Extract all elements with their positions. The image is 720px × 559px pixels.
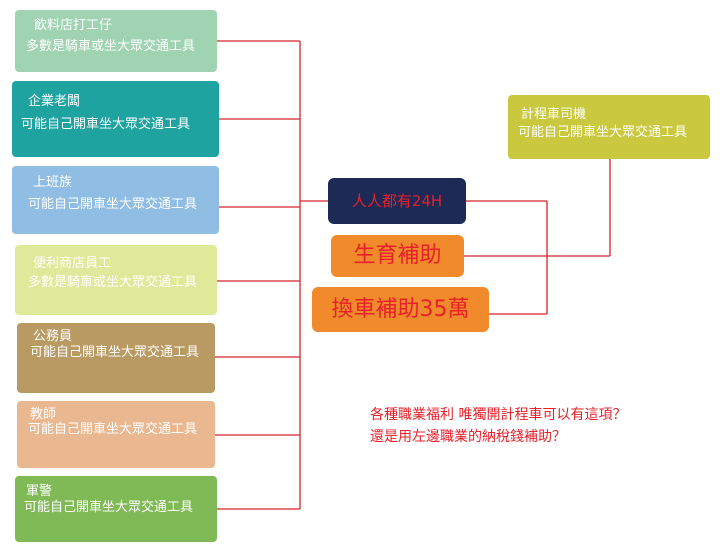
occupation-box-military-police: 軍警 可能自己開車坐大眾交通工具 [15,476,217,542]
occupation-title: 便利商店員工 [33,256,112,271]
occupation-title: 上班族 [33,175,73,190]
benefit-label: 生育補助 [353,243,442,268]
occupation-desc: 多數是騎車或坐大眾交通工具 [26,39,196,54]
occupation-title: 企業老闆 [28,94,81,109]
benefit-box-car-replacement: 換車補助35萬 [312,287,489,332]
occupation-box-convenience-store: 便利商店員工 多數是騎車或坐大眾交通工具 [15,245,217,315]
occupation-desc: 可能自己開車坐大眾交通工具 [30,345,200,360]
occupation-desc: 可能自己開車坐大眾交通工具 [28,422,198,437]
benefit-box-24h: 人人都有24H [328,178,466,224]
occupation-box-drink-shop: 飲料店打工仔 多數是騎車或坐大眾交通工具 [15,10,217,72]
benefit-box-childbirth: 生育補助 [331,235,464,277]
occupation-title: 飲料店打工仔 [34,18,113,33]
note-line-2: 還是用左邊職業的納稅錢補助？ [370,429,566,445]
occupation-box-teacher: 教師 可能自己開車坐大眾交通工具 [17,401,215,468]
occupation-title: 教師 [30,407,57,422]
occupation-box-civil-servant: 公務員 可能自己開車坐大眾交通工具 [17,323,215,393]
occupation-box-office-worker: 上班族 可能自己開車坐大眾交通工具 [12,166,219,234]
note-line-1: 各種職業福利 唯獨開計程車可以有這項？ [370,407,627,423]
benefit-label: 人人都有24H [351,192,443,210]
occupation-title: 計程車司機 [521,107,587,122]
occupation-box-taxi-driver: 計程車司機 可能自己開車坐大眾交通工具 [508,95,710,159]
occupation-desc: 可能自己開車坐大眾交通工具 [24,500,194,515]
occupation-box-business-owner: 企業老闆 可能自己開車坐大眾交通工具 [12,81,219,157]
occupation-title: 公務員 [33,329,73,344]
benefit-label: 換車補助35萬 [331,297,470,322]
occupation-desc: 多數是騎車或坐大眾交通工具 [28,275,198,290]
question-note: 各種職業福利 唯獨開計程車可以有這項？ 還是用左邊職業的納稅錢補助？ [370,404,626,448]
occupation-desc: 可能自己開車坐大眾交通工具 [518,125,688,140]
occupation-desc: 可能自己開車坐大眾交通工具 [21,117,191,132]
occupation-desc: 可能自己開車坐大眾交通工具 [28,197,198,212]
occupation-title: 軍警 [26,484,53,499]
